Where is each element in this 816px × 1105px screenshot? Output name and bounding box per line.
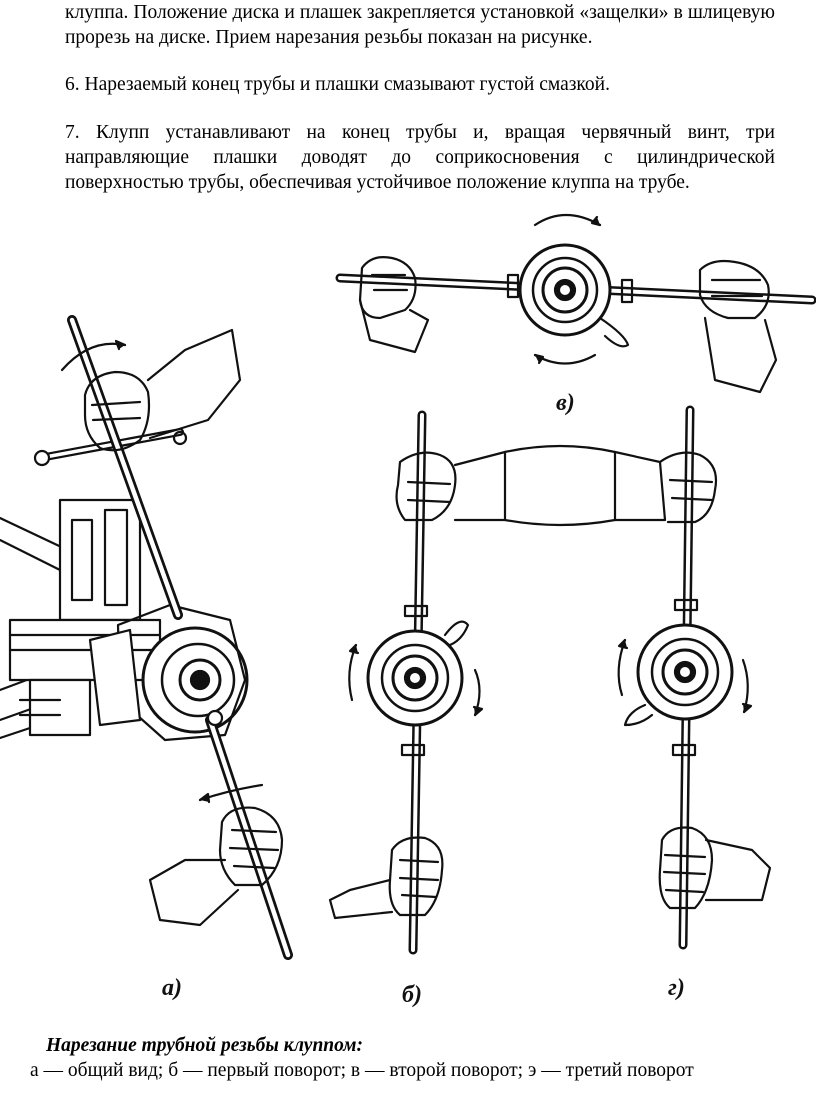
figure-caption-text: а — общий вид; б — первый поворот; в — в…	[30, 1060, 694, 1081]
label-panel-b: б)	[402, 982, 422, 1008]
paragraph-step-6: 6. Нарезаемый конец трубы и плашки смазы…	[65, 74, 610, 95]
label-panel-a: а)	[162, 975, 182, 1001]
panel-v-drawing	[335, 214, 816, 394]
panel-g-drawing	[617, 405, 772, 950]
paragraph-step-7: 7. Клупп устанавливают на конец трубы и,…	[65, 122, 775, 193]
panel-b-drawing	[328, 410, 484, 955]
panel-a-drawing	[0, 315, 293, 960]
figure-caption-title: Нарезание трубной резьбы клуппом:	[46, 1035, 363, 1056]
label-panel-g: г)	[668, 975, 685, 1001]
threading-illustration: а) б) в) г)	[0, 214, 816, 1008]
paragraph-intro: клуппа. Положение диска и плашек закрепл…	[65, 2, 775, 48]
panel-bg-arms	[395, 444, 718, 527]
label-panel-v: в)	[556, 390, 575, 416]
